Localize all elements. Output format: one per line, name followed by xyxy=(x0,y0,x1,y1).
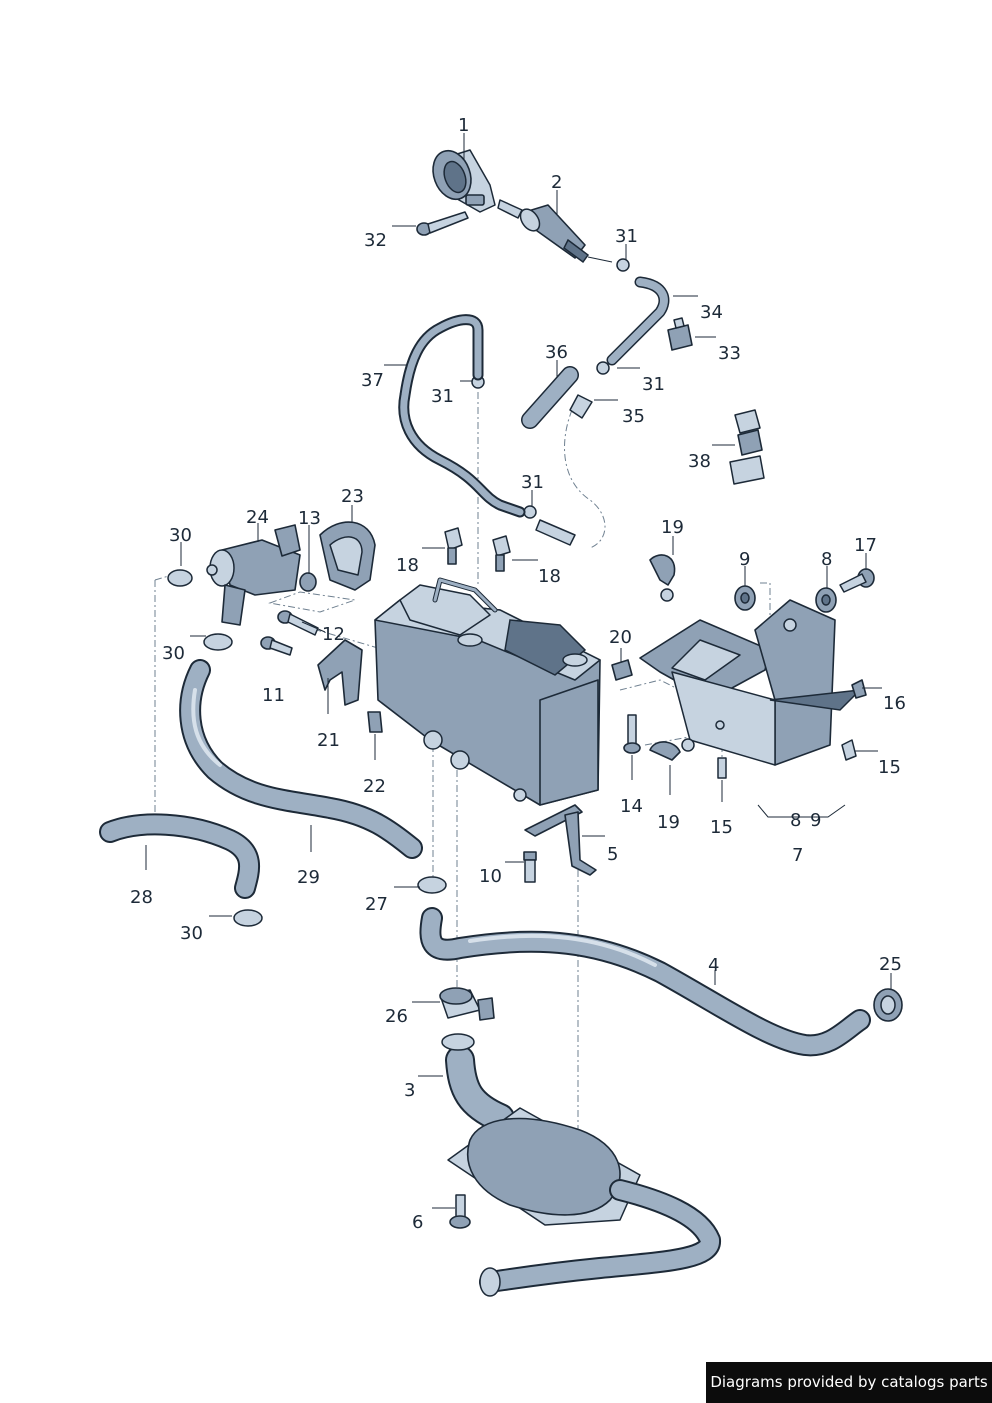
callout-7: 7 xyxy=(792,845,803,866)
part-5-bracket xyxy=(524,804,597,876)
callout-32: 32 xyxy=(364,230,387,251)
callout-36: 36 xyxy=(545,342,568,363)
footer-credit: Diagrams provided by catalogs parts xyxy=(706,1362,992,1403)
part-13-grommet xyxy=(299,572,317,592)
callout-3: 3 xyxy=(404,1080,415,1101)
part-1-clamp xyxy=(432,149,496,213)
part-23-bracket xyxy=(319,521,376,591)
callout-12: 12 xyxy=(322,624,345,645)
callout-21: 21 xyxy=(317,730,340,751)
part-34-fuel-line xyxy=(606,276,670,366)
part-32-bolt xyxy=(416,211,469,236)
callout-8: 8 xyxy=(821,549,832,570)
part-10-bolt xyxy=(523,851,537,883)
part-6-bolt xyxy=(449,1194,471,1229)
callout-23: 23 xyxy=(341,486,364,507)
part-21-bracket xyxy=(317,639,363,706)
part-25-end-piece xyxy=(873,988,903,1022)
part-26-pipe-clamp xyxy=(439,987,495,1021)
callout-1: 1 xyxy=(458,115,469,136)
callout-25: 25 xyxy=(879,954,902,975)
part-11-12-bolts xyxy=(260,610,319,656)
callout-28: 28 xyxy=(130,887,153,908)
callout-31: 31 xyxy=(642,374,665,395)
callout-30: 30 xyxy=(180,923,203,944)
callout-18: 18 xyxy=(538,566,561,587)
part-37-fuel-line xyxy=(398,314,576,546)
callout-18: 18 xyxy=(396,555,419,576)
callout-5: 5 xyxy=(607,844,618,865)
callout-37: 37 xyxy=(361,370,384,391)
callout-30: 30 xyxy=(169,525,192,546)
callout-22: 22 xyxy=(363,776,386,797)
callout-10: 10 xyxy=(479,866,502,887)
part-33-connector xyxy=(667,317,693,351)
part-30-clamps xyxy=(167,569,263,927)
part-27-clamp xyxy=(417,876,447,894)
part-7-bracket-assembly xyxy=(639,599,863,766)
part-17-bolt xyxy=(839,568,875,593)
callout-38: 38 xyxy=(688,451,711,472)
part-22-clip xyxy=(367,711,383,733)
callout-30: 30 xyxy=(162,643,185,664)
heater-unit xyxy=(374,577,601,806)
part-hardware-small xyxy=(611,554,867,779)
part-8-9-grommets xyxy=(734,585,837,613)
callout-14: 14 xyxy=(620,796,643,817)
part-24-coolant-pump xyxy=(206,524,301,626)
callout-31: 31 xyxy=(431,386,454,407)
part-35-connector xyxy=(569,394,593,419)
callout-35: 35 xyxy=(622,406,645,427)
part-3-exhaust-muffler xyxy=(441,1033,721,1297)
callout-34: 34 xyxy=(700,302,723,323)
callout-16: 16 xyxy=(883,693,906,714)
callout-15: 15 xyxy=(710,817,733,838)
leader-lines xyxy=(145,133,892,1209)
callout-4: 4 xyxy=(708,955,719,976)
callout-31: 31 xyxy=(521,472,544,493)
part-28-coolant-hose xyxy=(99,813,261,899)
callout-26: 26 xyxy=(385,1006,408,1027)
callout-13: 13 xyxy=(298,508,321,529)
callout-27: 27 xyxy=(365,894,388,915)
callout-15: 15 xyxy=(878,757,901,778)
callout-labels: 1 2 32 31 34 33 36 31 35 37 31 38 31 19 … xyxy=(130,115,906,1233)
callout-31: 31 xyxy=(615,226,638,247)
callout-8-of-7: 8 xyxy=(790,810,801,831)
callout-11: 11 xyxy=(262,685,285,706)
callout-29: 29 xyxy=(297,867,320,888)
callout-9-of-7: 9 xyxy=(810,810,821,831)
callout-2: 2 xyxy=(551,172,562,193)
callout-20: 20 xyxy=(609,627,632,648)
part-38-clips xyxy=(729,409,765,485)
callout-6: 6 xyxy=(412,1212,423,1233)
part-18-bolts xyxy=(444,527,511,572)
callout-24: 24 xyxy=(246,507,269,528)
part-2-dosing-pump xyxy=(497,199,613,264)
part-31-clamps xyxy=(471,258,630,519)
callout-17: 17 xyxy=(854,535,877,556)
callout-19: 19 xyxy=(661,517,684,538)
callout-19: 19 xyxy=(657,812,680,833)
part-29-coolant-hose xyxy=(179,659,423,859)
assembly-guide-lines xyxy=(154,392,771,1140)
part-36-sleeve xyxy=(521,366,579,429)
callout-33: 33 xyxy=(718,343,741,364)
callout-9: 9 xyxy=(739,549,750,570)
part-4-intake-pipe xyxy=(419,907,871,1057)
